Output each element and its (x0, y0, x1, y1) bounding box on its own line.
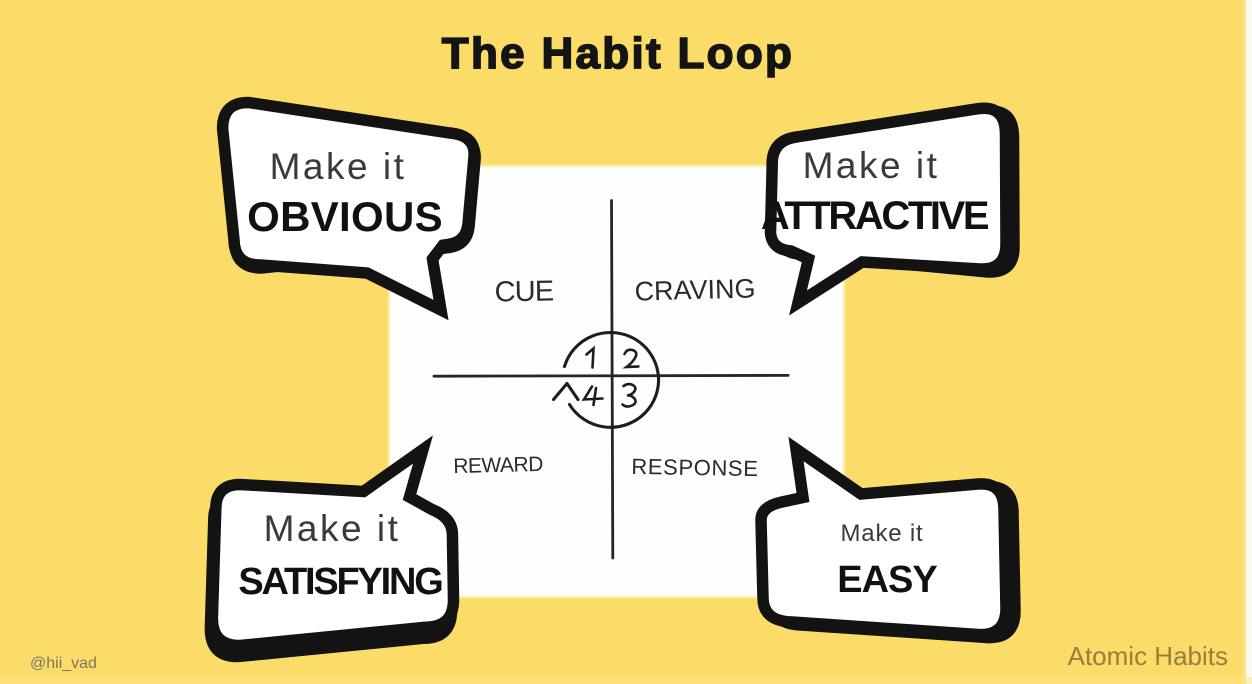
svg-text:Make it: Make it (264, 508, 401, 549)
svg-text:The Habit Loop: The Habit Loop (442, 29, 794, 78)
svg-text:Make it: Make it (270, 146, 407, 187)
svg-text:SATISFYING: SATISFYING (238, 561, 442, 603)
svg-text:Make it: Make it (841, 520, 924, 547)
svg-text:CRAVING: CRAVING (634, 273, 756, 306)
svg-text:Make it: Make it (803, 145, 940, 186)
svg-text:OBVIOUS: OBVIOUS (247, 193, 443, 240)
svg-text:EASY: EASY (837, 559, 937, 601)
svg-text:RESPONSE: RESPONSE (631, 454, 758, 481)
svg-text:CUE: CUE (494, 275, 554, 308)
svg-text:REWARD: REWARD (453, 453, 543, 478)
svg-text:@hii_vad: @hii_vad (30, 655, 97, 672)
svg-text:Atomic Habits: Atomic Habits (1068, 641, 1228, 671)
svg-text:ATTRACTIVE: ATTRACTIVE (761, 194, 989, 238)
